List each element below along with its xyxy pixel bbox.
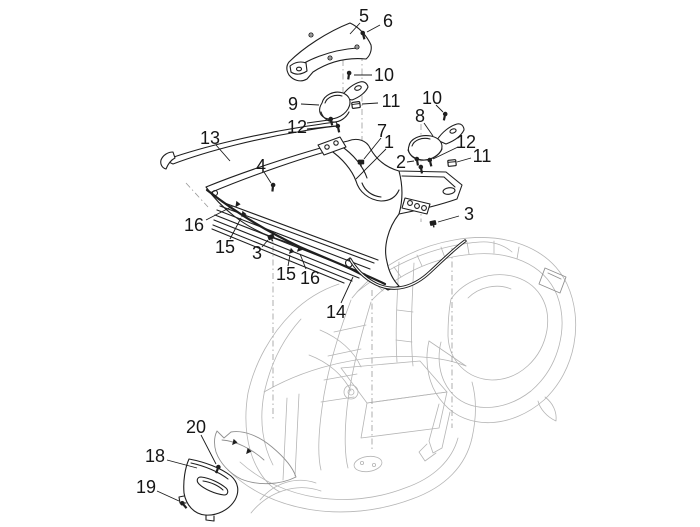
callout-7: 7 <box>377 121 387 141</box>
callout-18: 18 <box>145 446 165 466</box>
callout-6-leader <box>366 24 381 33</box>
callout-13: 13 <box>200 128 220 148</box>
underbody-screw-b <box>246 447 252 455</box>
screw-6 <box>360 30 366 40</box>
callout-5: 5 <box>359 6 369 26</box>
rear-body-inner <box>371 253 563 408</box>
part-footrest-left <box>319 81 369 123</box>
screw-19 <box>180 500 188 509</box>
clip-16-left <box>235 200 241 208</box>
callout-1-leader <box>355 148 387 180</box>
callout-15: 15 <box>276 264 296 284</box>
callout-3: 3 <box>464 204 474 224</box>
callout-12-leader <box>306 125 336 130</box>
callout-3: 3 <box>252 243 262 263</box>
screw-12-left-b <box>335 123 341 133</box>
callout-16-leader <box>205 205 234 221</box>
rear-fin <box>537 396 557 422</box>
kickstand <box>418 403 451 462</box>
callout-8: 8 <box>415 106 425 126</box>
part-trim-strip-rear <box>345 239 467 290</box>
cover-screw-holes <box>308 32 360 61</box>
nut-3-right <box>429 220 437 228</box>
scooter-body-wireframe <box>214 237 577 514</box>
callout-7-leader <box>363 137 382 160</box>
callout-6: 6 <box>383 11 393 31</box>
screw-2-b <box>418 164 424 174</box>
rear-panel-arc <box>467 285 512 299</box>
callout-14: 14 <box>326 302 346 322</box>
callout-1: 1 <box>384 132 394 152</box>
callout-10: 10 <box>374 65 394 85</box>
clip-11-right <box>447 159 457 167</box>
callout-10-leader <box>435 104 444 113</box>
callout-9: 9 <box>288 94 298 114</box>
leg-shield <box>245 283 362 514</box>
part-footrest-right <box>407 123 465 161</box>
callout-8-leader <box>423 122 434 137</box>
callout-11-leader <box>361 102 379 105</box>
callout-5-leader <box>349 22 361 35</box>
screw-4 <box>270 182 276 192</box>
callout-14-leader <box>340 276 354 304</box>
callout-3-leader <box>437 215 460 223</box>
clip-15-left <box>241 210 247 218</box>
callout-12-leader <box>432 146 459 160</box>
callout-15-leader <box>287 254 291 267</box>
callout-11-leader <box>456 157 472 163</box>
callout-13-leader <box>215 144 231 162</box>
clip-16-right <box>296 245 303 252</box>
callout-20-leader <box>200 434 217 465</box>
callout-20: 20 <box>186 417 206 437</box>
callout-3-leader <box>261 239 269 248</box>
screw-12-left-a <box>328 116 334 126</box>
callout-19: 19 <box>136 477 156 497</box>
part-trim-strip-left <box>160 121 339 170</box>
callout-11: 11 <box>382 91 401 111</box>
callout-2: 2 <box>396 152 406 172</box>
fasteners-layer <box>180 30 457 509</box>
nut-3-left <box>267 233 275 242</box>
front-mudflap <box>214 430 297 485</box>
footboard-right-section <box>398 170 456 215</box>
callout-15-leader <box>229 217 242 240</box>
underbody-screw-a <box>232 438 238 446</box>
underbody-tub <box>227 340 476 513</box>
callout-4: 4 <box>256 156 266 176</box>
rear-panel-loop <box>447 274 549 381</box>
callout-2-leader <box>406 160 415 163</box>
footboard-mat-ribs <box>211 201 379 284</box>
footboard-front-bracket <box>317 136 347 156</box>
callout-10: 10 <box>422 88 442 108</box>
screw-20 <box>215 464 221 474</box>
taillight <box>538 267 567 294</box>
screw-12-right <box>427 157 433 167</box>
callout-18-leader <box>166 459 198 469</box>
screw-10-left <box>346 70 352 80</box>
clip-15-right <box>288 247 295 254</box>
callout-15: 15 <box>215 237 235 257</box>
callout-11: 11 <box>473 146 492 166</box>
screw-10-right <box>442 111 448 121</box>
callout-16: 16 <box>184 215 204 235</box>
part-cover-top <box>286 22 372 82</box>
clip-11-left <box>351 101 361 109</box>
screw-2-a <box>414 156 420 166</box>
callout-4-leader <box>263 171 272 184</box>
callout-12: 12 <box>287 117 307 137</box>
callout-16: 16 <box>300 268 320 288</box>
callout-12: 12 <box>456 132 476 152</box>
callout-12-leader <box>306 119 330 124</box>
part-cover-bottom <box>178 458 239 522</box>
nut-7 <box>357 159 365 167</box>
callout-19-leader <box>156 490 180 502</box>
callout-9-leader <box>300 103 320 106</box>
footboard-left-tip-hole <box>211 189 219 197</box>
callout-16-leader <box>299 253 307 270</box>
